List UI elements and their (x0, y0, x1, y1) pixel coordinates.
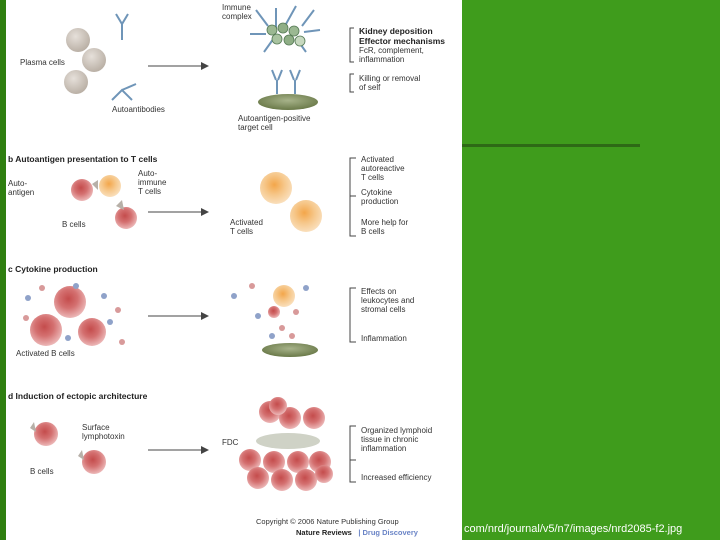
immune-complex-icon (250, 5, 321, 53)
bracket (349, 157, 356, 237)
effects-label: Effects on (361, 287, 396, 296)
copyright-text: Copyright © 2006 Nature Publishing Group (256, 517, 399, 526)
b-cells-label: B cells (62, 220, 86, 229)
image-url-caption: com/nrd/journal/v5/n7/images/nrd2085-f2.… (464, 523, 683, 535)
plasma-cell (66, 28, 90, 52)
surface-lymphotoxin-label: lymphotoxin (82, 432, 125, 441)
autoantigen-label: antigen (8, 188, 34, 197)
immune-complex-label: Immune (222, 3, 251, 12)
plasma-cells-label: Plasma cells (20, 58, 65, 67)
panel-a: Plasma cells Autoantibodies Immune compl… (20, 3, 445, 132)
divider-line (462, 144, 640, 147)
antigen-icon (116, 200, 124, 210)
plasma-cell (64, 70, 88, 94)
kidney-deposition-label: Kidney deposition (359, 26, 433, 36)
lymphotoxin-icon (78, 450, 84, 460)
target-cell-label: Autoantigen-positive (238, 114, 311, 123)
effects-label: stromal cells (361, 305, 405, 314)
lymphoid-cluster (239, 397, 333, 491)
surface-lymphotoxin-label: Surface (82, 423, 110, 432)
autoimmune-t-label: T cells (138, 187, 161, 196)
antibody-icon (271, 69, 301, 94)
fdc-label: FDC (222, 438, 239, 447)
effects-label: leukocytes and (361, 296, 414, 305)
lymphotoxin-icon (30, 422, 36, 432)
bracket (349, 287, 356, 343)
effector-label: Effector mechanisms (359, 36, 445, 46)
activated-autoreactive-label: T cells (361, 173, 384, 182)
organized-tissue-label: inflammation (361, 444, 406, 453)
cytokine-production-label: production (361, 197, 398, 206)
activated-b-cell (54, 286, 86, 318)
autoimmune-t-label: Auto- (138, 169, 157, 178)
killing-label: of self (359, 83, 381, 92)
activated-t-label: T cells (230, 227, 253, 236)
organized-tissue-label: tissue in chronic (361, 435, 418, 444)
nature-reviews-brand: Nature Reviews | Drug Discovery (296, 522, 419, 539)
left-border-strip (0, 0, 6, 540)
immune-complex-label: complex (222, 12, 252, 21)
stromal-cell (262, 343, 318, 357)
plasma-cell (82, 48, 106, 72)
bracket (349, 425, 356, 483)
more-help-label: B cells (361, 227, 385, 236)
activated-autoreactive-label: Activated (361, 155, 394, 164)
bracket (349, 27, 354, 63)
panel-c: c Cytokine production Activated B cells (8, 264, 414, 358)
target-cell (258, 94, 318, 110)
killing-label: Killing or removal (359, 74, 421, 83)
b-cells-d-label: B cells (30, 467, 54, 476)
b-cell (82, 450, 106, 474)
activated-b-cell (78, 318, 106, 346)
increased-efficiency-label: Increased efficiency (361, 473, 432, 482)
panel-d-title: d Induction of ectopic architecture (8, 391, 148, 401)
activated-autoreactive-label: autoreactive (361, 164, 405, 173)
b-cell (115, 207, 137, 229)
autoantigen-label: Auto- (8, 179, 27, 188)
t-cell (273, 285, 295, 307)
autoimmune-t-label: immune (138, 178, 167, 187)
figure-image: Plasma cells Autoantibodies Immune compl… (6, 0, 462, 540)
panel-b: b Autoantigen presentation to T cells Au… (8, 154, 408, 237)
panel-b-title: b Autoantigen presentation to T cells (8, 154, 158, 164)
activated-t-cell (260, 172, 292, 204)
antibody-icon (111, 83, 137, 101)
cytokine-dots (231, 283, 309, 339)
organized-tissue-label: Organized lymphoid (361, 426, 432, 435)
b-cell (268, 306, 280, 318)
panel-d: d Induction of ectopic architecture Surf… (8, 391, 432, 491)
antibody-icon (115, 13, 129, 40)
activated-t-label: Activated (230, 218, 263, 227)
cytokine-dots (23, 283, 125, 345)
activated-b-cells-label: Activated B cells (16, 349, 75, 358)
antigen-icon (92, 180, 98, 190)
panel-c-title: c Cytokine production (8, 264, 98, 274)
activated-b-cell (30, 314, 62, 346)
autoantibodies-label: Autoantibodies (112, 105, 165, 114)
b-cell (34, 422, 58, 446)
fcr-label: FcR, complement, (359, 46, 424, 55)
cytokine-production-label: Cytokine (361, 188, 393, 197)
activated-t-cell (290, 200, 322, 232)
more-help-label: More help for (361, 218, 408, 227)
b-cell (71, 179, 93, 201)
target-cell-label: target cell (238, 123, 273, 132)
inflammation-c-label: Inflammation (361, 334, 407, 343)
inflammation-label: inflammation (359, 55, 404, 64)
t-cell (99, 175, 121, 197)
bracket (349, 73, 354, 93)
